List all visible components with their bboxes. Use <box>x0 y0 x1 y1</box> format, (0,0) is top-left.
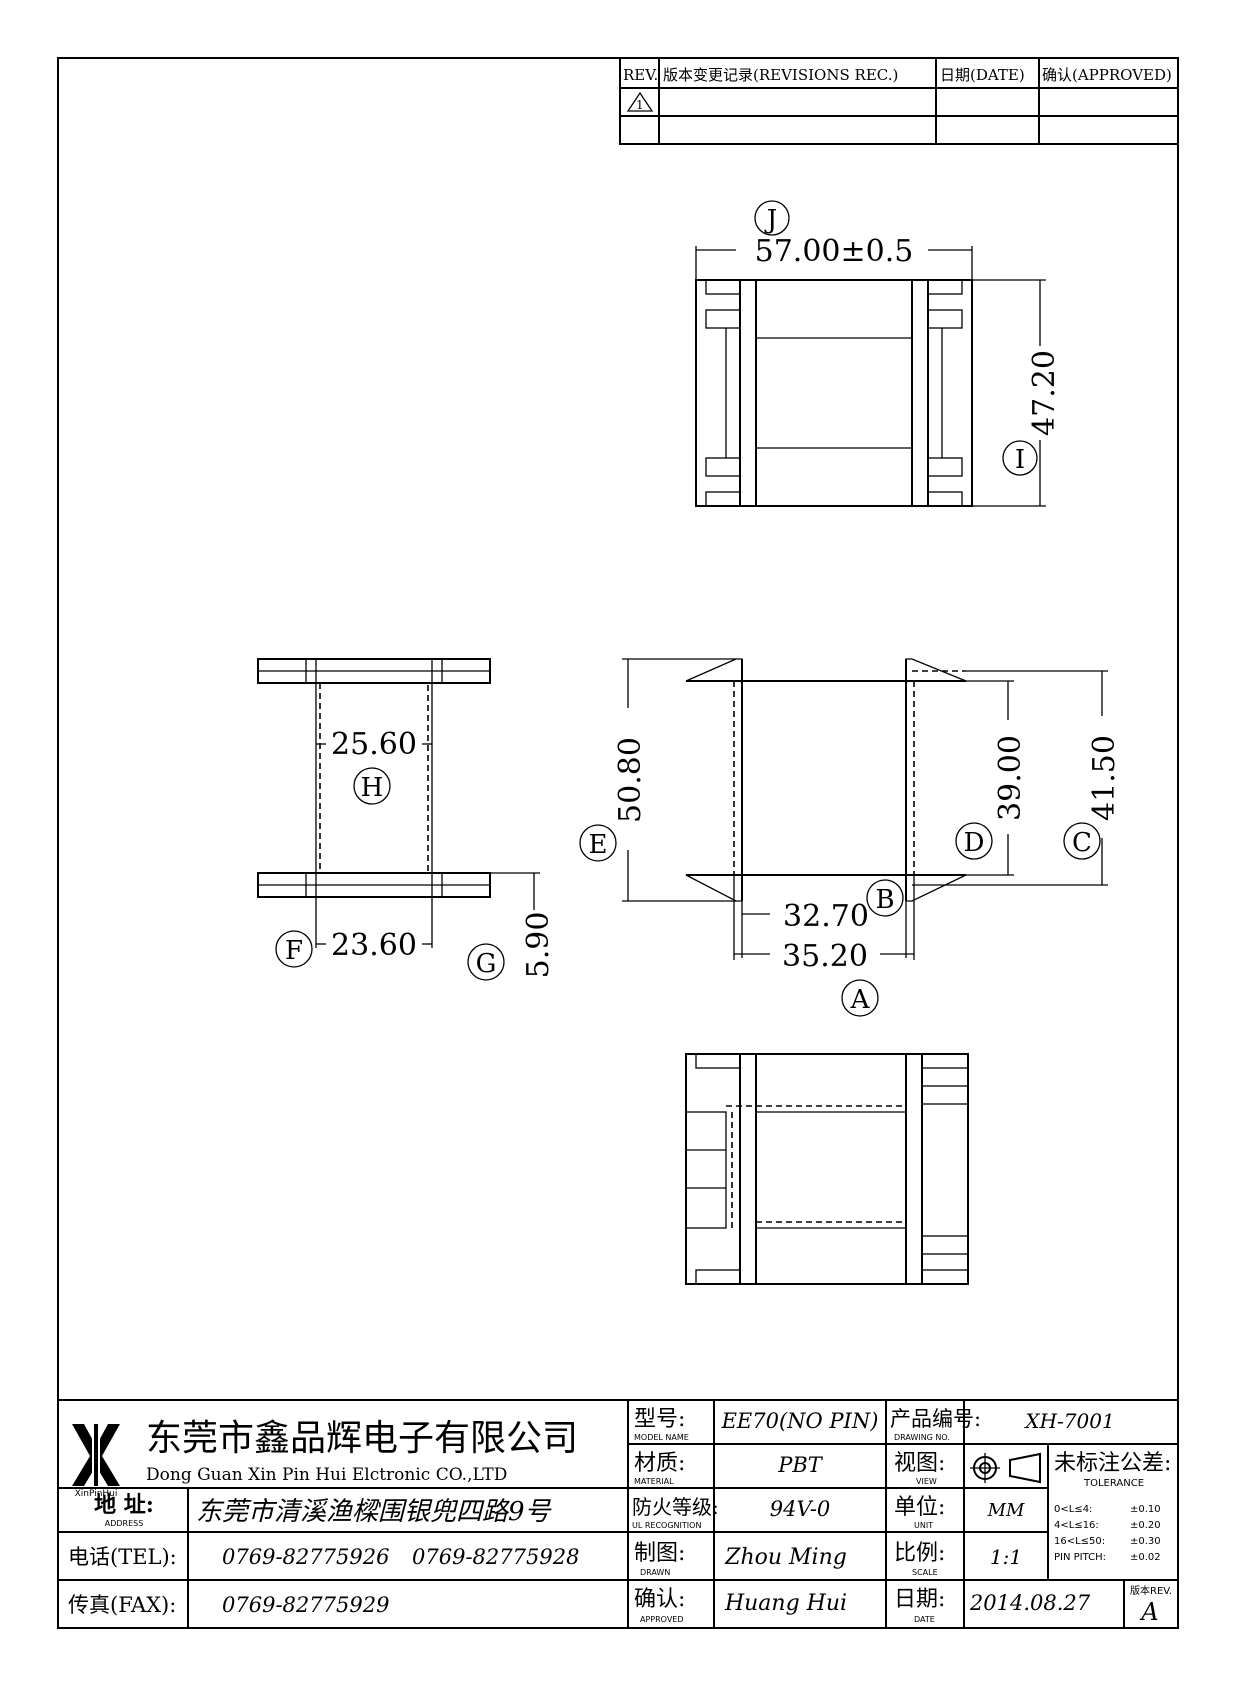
tolerance-label-en: TOLERANCE <box>1083 1478 1144 1489</box>
date-value: 2014.08.27 <box>969 1591 1091 1615</box>
approved-value: Huang Hui <box>724 1591 847 1616</box>
front-flange-dim: 41.50 <box>1087 735 1122 821</box>
address-label: 地 址: <box>94 1492 154 1518</box>
material-value: PBT <box>777 1453 824 1477</box>
label-j: J <box>764 205 777 235</box>
company-name-cn: 东莞市鑫品辉电子有限公司 <box>146 1418 578 1459</box>
fax-label: 传真(FAX): <box>68 1593 176 1617</box>
label-d: D <box>964 828 985 858</box>
tolerance-value: ±0.30 <box>1130 1536 1161 1547</box>
label-e-circle <box>579 824 617 862</box>
ul-value: 94V-0 <box>770 1497 830 1521</box>
drawn-value: Zhou Ming <box>724 1545 847 1570</box>
tolerance-value: ±0.20 <box>1130 1520 1161 1531</box>
label-j-circle <box>754 200 790 236</box>
front-view: 50.80 E 39.00 D 41.50 C 32.70 B 35.20 A <box>579 658 1122 1017</box>
view-label: 视图: <box>894 1451 945 1476</box>
label-b-circle <box>866 879 904 917</box>
rev-header: REV. <box>623 66 658 84</box>
drawing-no-value: XH-7001 <box>1023 1409 1114 1433</box>
drawing-no-label: 产品编号: <box>890 1407 981 1431</box>
label-g: G <box>476 949 497 979</box>
revision-mark: 1 <box>636 98 644 112</box>
model-label: 型号: <box>634 1407 685 1432</box>
label-f-circle <box>275 930 313 968</box>
side-inner-dim: 25.60 <box>331 727 417 762</box>
label-a-circle <box>841 979 879 1017</box>
unit-label: 单位: <box>894 1495 945 1520</box>
label-c-circle <box>1063 822 1101 860</box>
drawing-no-label-en: DRAWING NO. <box>894 1433 950 1442</box>
bottom-view <box>685 1053 969 1285</box>
side-view: 25.60 H 23.60 F 5.90 G <box>257 658 556 981</box>
model-value: EE70(NO PIN) <box>721 1409 879 1433</box>
side-flange-dim: 5.90 <box>521 912 556 979</box>
revision-table: REV. 版本变更记录(REVISIONS REC.) 日期(DATE) 确认(… <box>619 57 1179 145</box>
unit-label-en: UNIT <box>914 1521 933 1530</box>
scale-value: 1:1 <box>990 1545 1022 1569</box>
tolerance-value: ±0.02 <box>1130 1552 1161 1563</box>
label-d-circle <box>955 822 993 860</box>
front-inner-dim: 32.70 <box>783 899 869 934</box>
front-height-dim: 50.80 <box>613 737 648 823</box>
label-g-circle <box>467 943 505 981</box>
unit-value: MM <box>987 1500 1025 1521</box>
label-h-circle <box>353 767 391 805</box>
tolerance-range: 0<L≤4: <box>1054 1504 1092 1515</box>
scale-label: 比例: <box>894 1541 945 1566</box>
title-block: XinPinHui 东莞市鑫品辉电子有限公司 Dong Guan Xin Pin… <box>58 1399 1178 1628</box>
tolerance-range: 4<L≤16: <box>1054 1520 1099 1531</box>
date-header: 日期(DATE) <box>940 66 1025 84</box>
label-i-circle <box>1002 440 1038 476</box>
front-window-dim: 39.00 <box>993 735 1028 821</box>
approved-label-en: APPROVED <box>640 1615 684 1624</box>
first-angle-projection-icon <box>970 1452 1041 1484</box>
label-h: H <box>361 773 384 803</box>
label-e: E <box>589 830 608 860</box>
label-b: B <box>875 885 894 915</box>
top-height-dim: 47.20 <box>1027 350 1062 436</box>
ul-label: 防火等级: <box>632 1495 719 1519</box>
view-label-en: VIEW <box>916 1477 937 1486</box>
label-a: A <box>850 985 871 1015</box>
rev-label: 版本REV. <box>1130 1584 1172 1597</box>
approved-label: 确认: <box>634 1587 685 1612</box>
scale-label-en: SCALE <box>912 1568 938 1577</box>
date-label: 日期: <box>894 1587 945 1612</box>
tel-label: 电话(TEL): <box>68 1545 177 1569</box>
tel-value-1: 0769-82775926 <box>222 1545 389 1569</box>
top-width-dim: 57.00±0.5 <box>755 234 914 269</box>
approved-header: 确认(APPROVED) <box>1042 66 1172 84</box>
label-f: F <box>285 936 303 966</box>
tolerance-range: 16<L≤50: <box>1054 1536 1105 1547</box>
material-label: 材质: <box>634 1451 685 1476</box>
label-c: C <box>1072 828 1092 858</box>
date-label-en: DATE <box>914 1615 935 1624</box>
rev-value: A <box>1139 1598 1158 1626</box>
model-label-en: MODEL NAME <box>634 1433 689 1442</box>
tolerance-value: ±0.10 <box>1130 1504 1161 1515</box>
tolerance-label: 未标注公差: <box>1054 1451 1171 1476</box>
material-label-en: MATERIAL <box>634 1477 674 1486</box>
fax-value: 0769-82775929 <box>222 1593 389 1617</box>
front-outer-dim: 35.20 <box>782 939 868 974</box>
sheet-border <box>57 57 1179 1629</box>
revision-triangle-icon <box>626 91 654 112</box>
tolerance-range: PIN PITCH: <box>1054 1552 1106 1563</box>
company-logo: XinPinHui <box>72 1424 120 1499</box>
drawn-label: 制图: <box>634 1541 685 1566</box>
address-value: 东莞市清溪渔樑围银兜四路9号 <box>196 1497 553 1527</box>
drawn-label-en: DRAWN <box>640 1568 670 1577</box>
label-i: I <box>1015 445 1025 475</box>
side-bottom-dim: 23.60 <box>331 928 417 963</box>
revisions-header: 版本变更记录(REVISIONS REC.) <box>663 66 898 84</box>
address-label-en: ADDRESS <box>105 1519 144 1528</box>
tel-value-2: 0769-82775928 <box>412 1545 579 1569</box>
ul-label-en: UL RECOGNITION <box>632 1521 701 1530</box>
company-name-en: Dong Guan Xin Pin Hui Elctronic CO.,LTD <box>146 1465 507 1485</box>
top-view: 57.00±0.5 J 47.20 I <box>695 200 1062 507</box>
logo-text: XinPinHui <box>75 1489 118 1499</box>
